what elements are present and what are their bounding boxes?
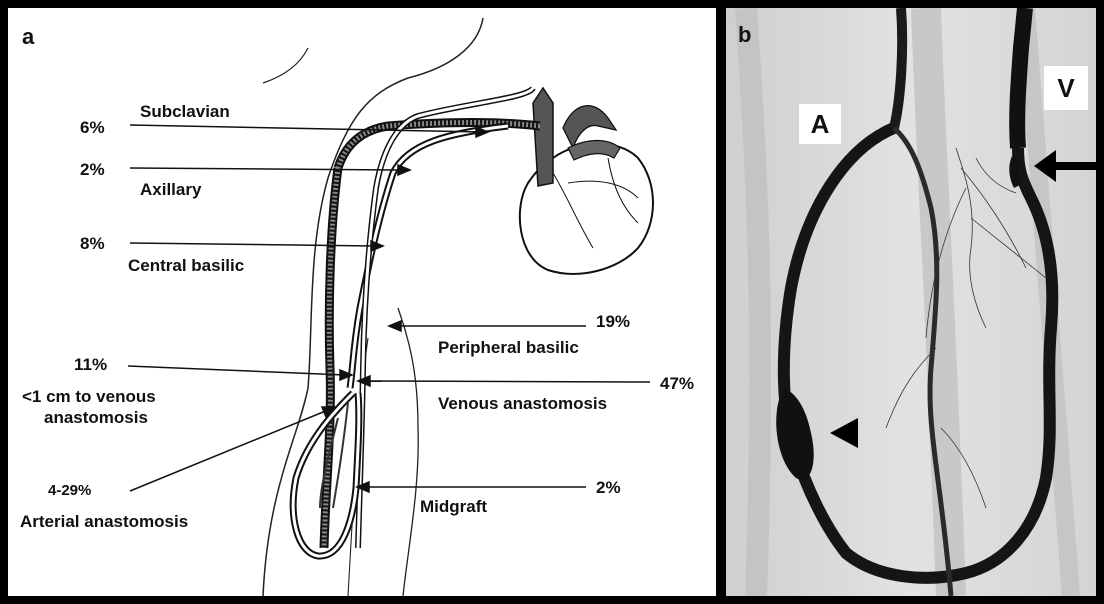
- vein-vessel: [1017, 8, 1025, 148]
- panel-a-schematic: a Subclavian 6% 2% Axillary 8% Central b…: [8, 8, 716, 596]
- arrow-central-basilic: [130, 243, 376, 246]
- panel-b-letter: b: [738, 22, 751, 48]
- label-arterial-anastomosis-pct: 4-29%: [48, 482, 91, 499]
- artery-label: A: [799, 104, 841, 144]
- label-near-anastomosis-pct: 11%: [74, 355, 107, 375]
- arrow-venous-anastomosis: [365, 381, 650, 382]
- angiogram-image: [726, 8, 1096, 596]
- label-venous-anastomosis: Venous anastomosis: [438, 394, 607, 414]
- panel-a-letter: a: [22, 24, 34, 50]
- vein-stenosis: [1014, 158, 1018, 186]
- arrow-near-anastomosis: [128, 366, 345, 375]
- panel-b-angiogram: b A V: [726, 8, 1096, 596]
- arrow-axillary: [130, 168, 403, 170]
- arm-schematic-drawing: [8, 8, 716, 596]
- label-axillary-pct: 2%: [80, 160, 105, 180]
- label-near-anastomosis-line1: <1 cm to venous: [22, 387, 156, 407]
- label-central-basilic: Central basilic: [128, 256, 244, 276]
- label-subclavian-pct: 6%: [80, 118, 105, 138]
- label-central-basilic-pct: 8%: [80, 234, 105, 254]
- label-axillary: Axillary: [140, 180, 201, 200]
- label-near-anastomosis-line2: anastomosis: [44, 408, 148, 428]
- label-arterial-anastomosis: Arterial anastomosis: [20, 512, 188, 532]
- label-venous-anastomosis-pct: 47%: [660, 374, 694, 394]
- forearm-branch-2: [333, 403, 348, 508]
- label-midgraft: Midgraft: [420, 497, 487, 517]
- label-midgraft-pct: 2%: [596, 478, 621, 498]
- forearm-outline: [398, 308, 418, 596]
- arm-inner-outline: [263, 48, 308, 83]
- label-peripheral-basilic: Peripheral basilic: [438, 338, 579, 358]
- vein-label: V: [1044, 66, 1088, 110]
- label-subclavian: Subclavian: [140, 102, 230, 122]
- brachial-artery-inner: [358, 88, 533, 548]
- label-peripheral-basilic-pct: 19%: [596, 312, 630, 332]
